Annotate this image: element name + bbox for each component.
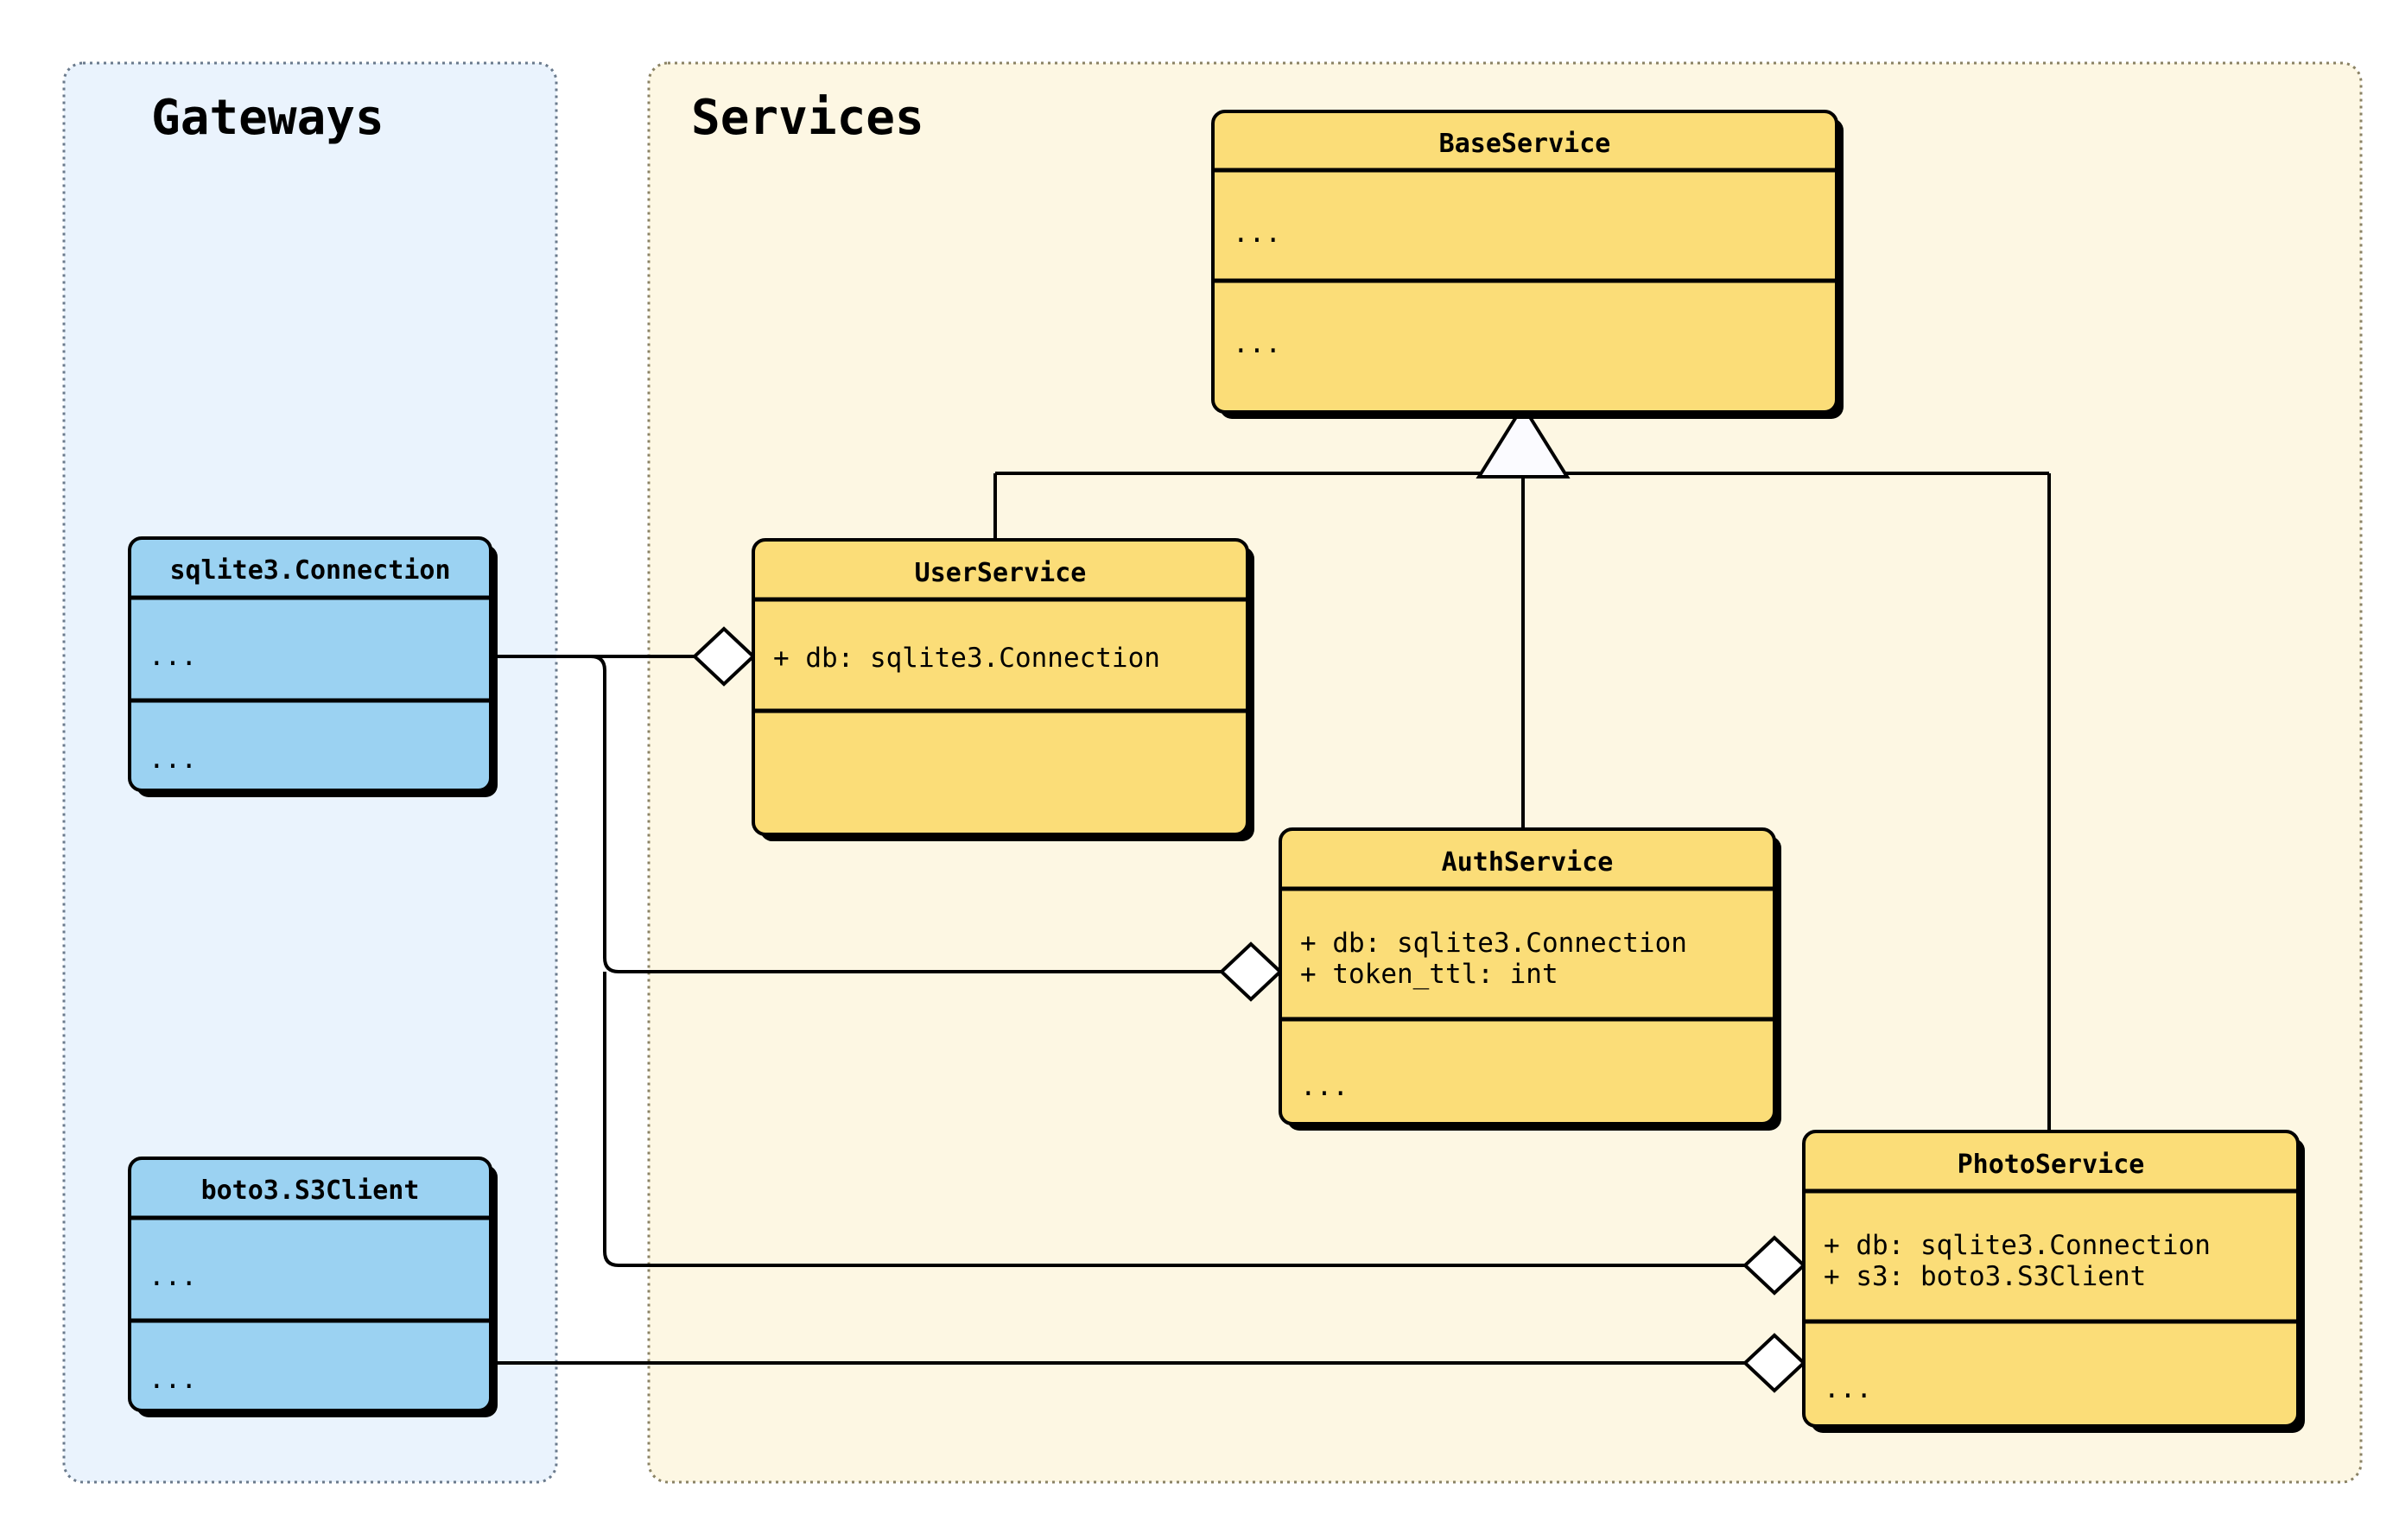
aggregation-edges-sqlite3 [492, 655, 1745, 1267]
class-box-userservice[interactable]: UserService + db: sqlite3.Connection [752, 538, 1254, 841]
class-box-authservice-frame[interactable] [1279, 827, 1776, 1125]
class-attribute-row: + db: sqlite3.Connection [1300, 928, 1687, 959]
class-attribute-row: + s3: boto3.S3Client [1824, 1261, 2146, 1292]
class-attribute-row: + token_ttl: int [1300, 959, 1558, 990]
package-gateways-label: Gateways [151, 90, 384, 146]
class-box-boto3-s3client-frame[interactable] [128, 1157, 492, 1412]
aggregation-diamond-icon-userservice [692, 626, 756, 687]
class-box-baseservice-frame[interactable] [1211, 110, 1838, 414]
class-name-photoservice: PhotoService [1958, 1150, 2145, 1180]
aggregation-diamonds [692, 626, 1806, 1393]
class-method-row: ... [1300, 1071, 1349, 1102]
class-name-sqlite3-connection: sqlite3.Connection [169, 555, 450, 586]
package-services: Services [647, 61, 2363, 1484]
class-attribute-row: ... [1233, 218, 1281, 249]
class-box-baseservice[interactable]: BaseService ... ... [1211, 110, 1844, 419]
aggregation-edge-sqlite3-photoservice [603, 972, 1745, 1267]
class-method-row: ... [149, 744, 197, 775]
class-name-authservice: AuthService [1442, 847, 1614, 878]
class-method-row: ... [149, 1364, 197, 1395]
package-services-label: Services [691, 90, 924, 146]
class-attribute-row: ... [149, 1261, 197, 1292]
class-name-baseservice: BaseService [1439, 129, 1611, 159]
class-attribute-row: + db: sqlite3.Connection [1824, 1230, 2211, 1261]
class-box-sqlite3-connection[interactable]: sqlite3.Connection ... ... [128, 536, 498, 797]
class-attribute-row: + db: sqlite3.Connection [773, 643, 1160, 674]
aggregation-diamond-icon-photoservice-db [1742, 1235, 1806, 1296]
aggregation-diamond-icon-authservice [1219, 941, 1283, 1002]
class-method-row: ... [1233, 328, 1281, 359]
class-box-authservice[interactable]: AuthService + db: sqlite3.Connection + t… [1279, 827, 1781, 1131]
class-box-userservice-frame[interactable] [752, 538, 1249, 836]
aggregation-diamond-icon-photoservice-s3 [1742, 1333, 1806, 1393]
generalization-arrowhead-icon [1476, 402, 1571, 478]
class-box-boto3-s3client[interactable]: boto3.S3Client ... ... [128, 1157, 498, 1417]
class-method-row: ... [1824, 1373, 1872, 1404]
class-box-photoservice[interactable]: PhotoService + db: sqlite3.Connection + … [1802, 1130, 2305, 1433]
class-attribute-row: ... [149, 641, 197, 672]
class-box-photoservice-frame[interactable] [1802, 1130, 2300, 1428]
class-name-userservice: UserService [915, 558, 1087, 588]
class-box-sqlite3-connection-frame[interactable] [128, 536, 492, 792]
generalization-edges [993, 402, 2051, 1131]
package-services-frame [647, 61, 2363, 1484]
class-name-boto3-s3client: boto3.S3Client [201, 1176, 420, 1206]
